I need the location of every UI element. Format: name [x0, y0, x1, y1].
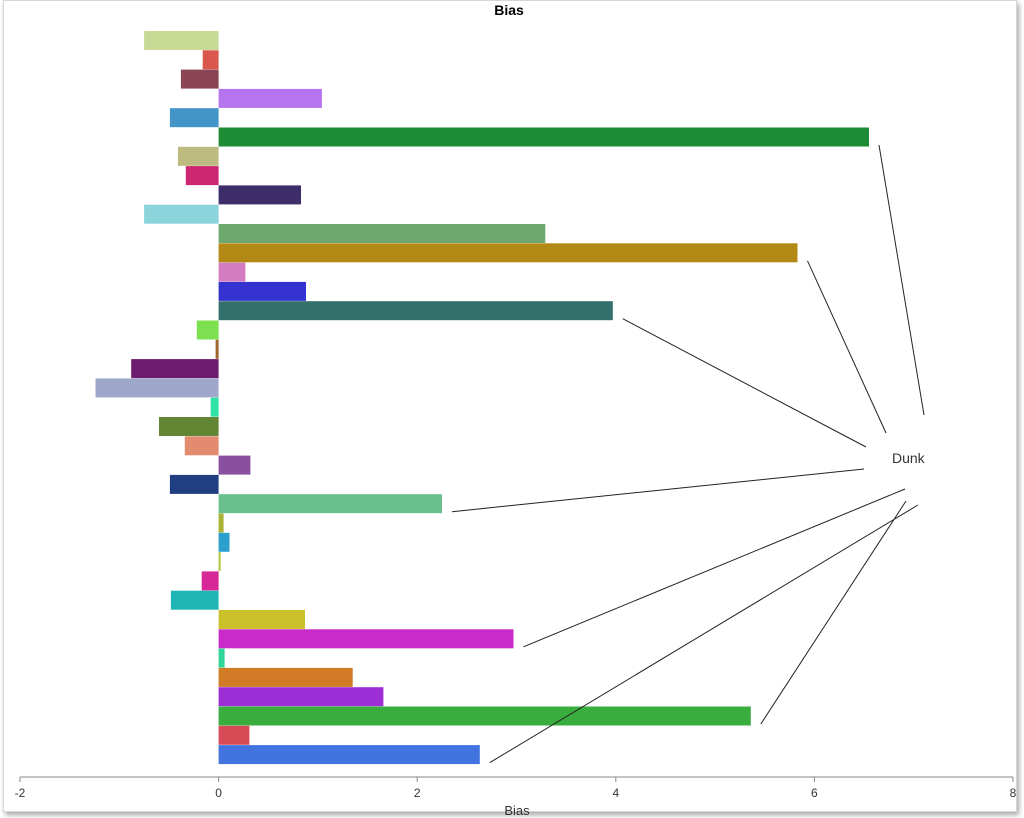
bar: [196, 320, 219, 340]
bar: [170, 590, 219, 610]
bar: [218, 88, 322, 108]
bar: [218, 494, 442, 514]
x-tick-label: 2: [414, 786, 421, 800]
bar: [177, 146, 219, 166]
bars-layer: [95, 31, 870, 765]
bar: [218, 725, 250, 745]
bar: [218, 127, 870, 147]
bar: [218, 552, 221, 572]
bar: [218, 224, 546, 243]
bar: [144, 204, 219, 224]
bar: [180, 69, 219, 89]
x-tick-label: 8: [1010, 786, 1017, 800]
bar: [215, 339, 219, 359]
bar: [95, 378, 219, 398]
bar: [218, 513, 224, 533]
bar: [218, 706, 751, 726]
bar: [218, 532, 230, 552]
x-tick-label: 6: [811, 786, 818, 800]
bar: [218, 301, 613, 321]
bar: [185, 166, 219, 186]
x-axis: -2 0 2 4 6 8: [15, 776, 1017, 800]
x-tick-label: 4: [612, 786, 619, 800]
bar: [131, 359, 219, 379]
bar: [218, 667, 353, 687]
bar: [218, 648, 225, 668]
x-axis-label: Bias: [504, 803, 530, 818]
bar: [218, 687, 384, 707]
bar: [218, 629, 514, 649]
bar: [201, 571, 219, 591]
annotation-leader-line: [878, 144, 925, 416]
bar: [159, 417, 219, 436]
bar: [169, 474, 219, 494]
annotation-leader-line: [523, 488, 906, 648]
annotation-leader-line: [622, 318, 867, 448]
annotation-leader-line: [451, 468, 865, 513]
bar: [218, 262, 246, 282]
bar: [218, 745, 480, 765]
annotation-leader-line: [489, 504, 919, 764]
bar: [218, 243, 798, 263]
bar: [218, 455, 251, 475]
annotation-label: Dunk: [892, 450, 926, 466]
bar: [218, 185, 301, 205]
annotation-leader-line: [760, 500, 907, 725]
x-tick-label: -2: [15, 786, 26, 800]
chart-title: Bias: [494, 2, 524, 18]
bar: [184, 436, 219, 456]
annotation-layer: Dunk: [451, 144, 926, 764]
x-tick-label: 0: [215, 786, 222, 800]
bar: [210, 397, 219, 417]
bar: [144, 31, 219, 50]
bar: [218, 610, 305, 629]
bar: [202, 50, 219, 70]
bar: [169, 108, 219, 128]
annotation-leader-line: [807, 260, 887, 434]
bar: [218, 281, 306, 301]
